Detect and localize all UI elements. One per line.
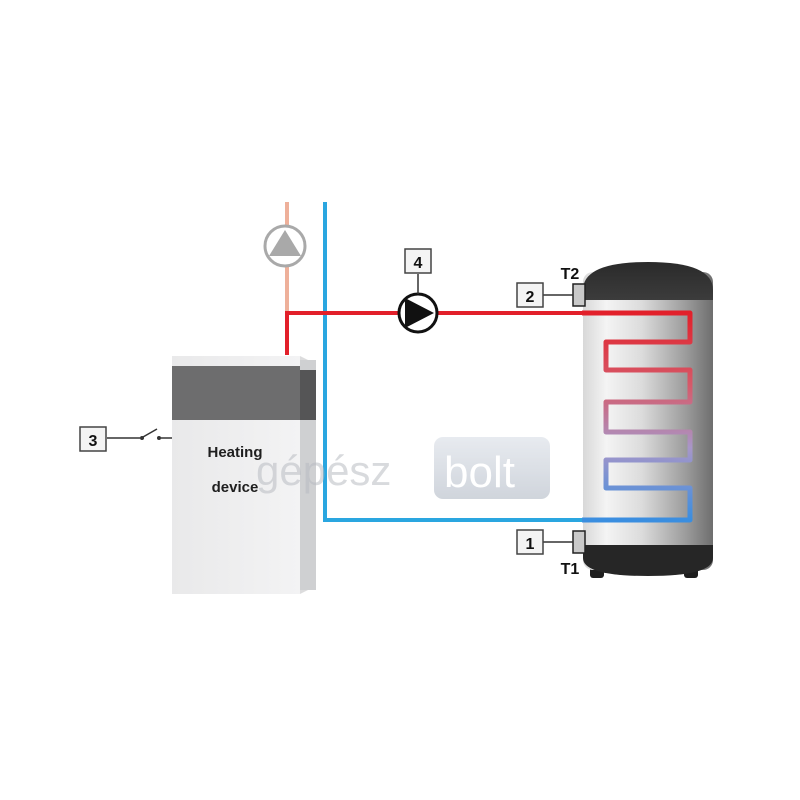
tank-bottom-cap: [583, 545, 713, 576]
callout-box-1: 1: [516, 529, 544, 555]
watermark-text-1: gépész: [256, 447, 391, 494]
sensor-t1-label: T1: [561, 561, 580, 578]
callout-4-label: 4: [414, 255, 423, 272]
callout-2-label: 2: [526, 289, 535, 306]
sensor-t2: [572, 283, 586, 307]
callout-3-label: 3: [89, 433, 98, 450]
heating-device-label-line2: device: [212, 479, 259, 496]
callout-box-3: 3: [79, 426, 107, 452]
watermark-logo: gépész bolt: [256, 437, 550, 499]
callout-1-label: 1: [526, 536, 535, 553]
heating-device: Heating device: [172, 356, 316, 594]
callout-box-4: 4: [404, 248, 432, 274]
sensor-t1: [572, 530, 586, 554]
callout-box-2: 2: [516, 282, 544, 308]
circulation-pump-icon: [397, 292, 439, 334]
watermark-box: [434, 437, 550, 499]
heating-device-label-line1: Heating: [207, 444, 262, 461]
faded-pump-icon: [263, 224, 307, 268]
sensor-t2-label: T2: [561, 266, 580, 283]
watermark-text-2: bolt: [444, 448, 515, 497]
boiler-control-panel: [172, 366, 300, 420]
switch-symbol: [107, 428, 172, 440]
cold-return-pipe: [323, 202, 582, 522]
heat-exchanger-coil: [582, 310, 693, 523]
storage-tank: [582, 262, 713, 578]
hot-flow-pipe: [285, 311, 582, 355]
tank-top-cap: [583, 262, 713, 300]
